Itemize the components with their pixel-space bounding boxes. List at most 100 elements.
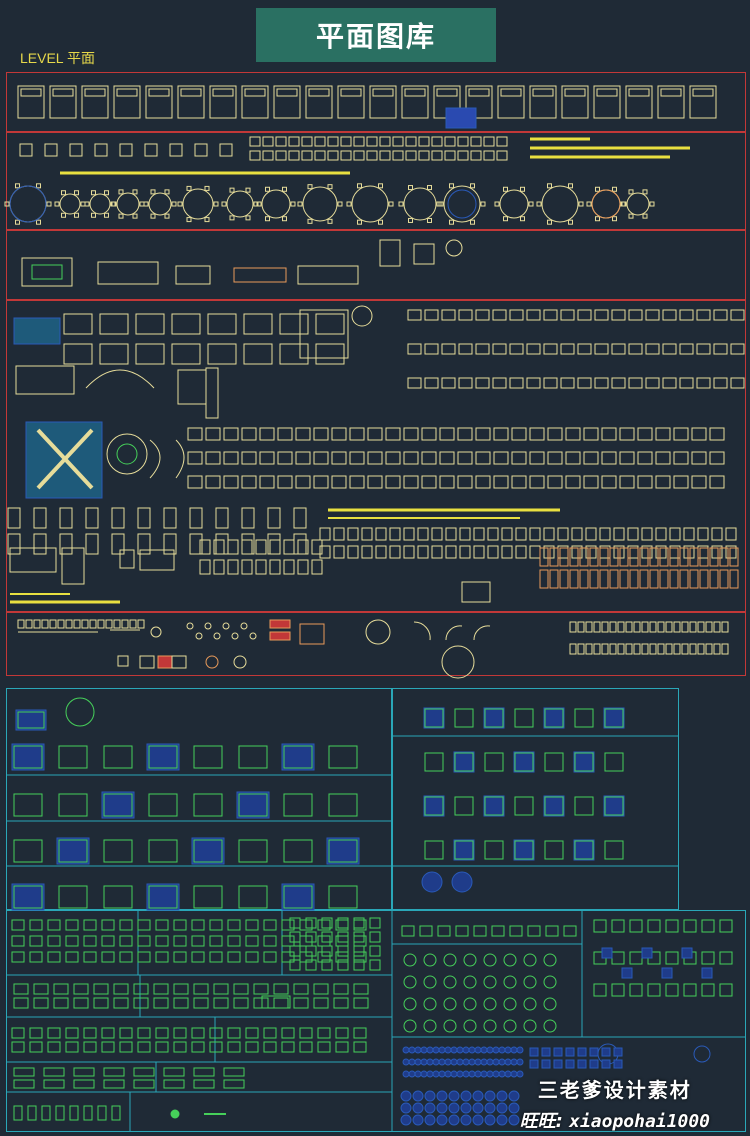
- furniture-symbol: [69, 1105, 79, 1121]
- living-room-set-symbol: [103, 793, 133, 817]
- urinal-symbol: [199, 539, 211, 555]
- armchair-symbol: [407, 343, 422, 355]
- armchair-symbol: [696, 343, 711, 355]
- living-room-set-symbol: [13, 745, 43, 769]
- plant-symbol: [408, 1058, 416, 1066]
- furniture-symbol: [155, 935, 169, 947]
- plant-symbol: [480, 1058, 488, 1066]
- chair-symbol: [511, 427, 527, 441]
- plant-symbol: [170, 1109, 180, 1119]
- furniture-symbol: [293, 983, 309, 995]
- armchair-symbol: [492, 309, 507, 321]
- round-seat-symbol: [496, 1114, 508, 1126]
- sink-symbol: [461, 581, 491, 603]
- chair-symbol: [457, 150, 469, 161]
- revolving-door-symbol: [441, 645, 475, 679]
- furniture-symbol: [473, 925, 487, 937]
- dining-table-symbol: [169, 143, 183, 157]
- chair-symbol: [457, 427, 473, 441]
- wc-symbol: [657, 621, 665, 633]
- wc-symbol: [617, 621, 625, 633]
- lounge-chair-symbol: [59, 507, 73, 529]
- round-table-accent-symbol: [451, 871, 473, 893]
- chair-symbol: [673, 427, 689, 441]
- misc-symbol: [65, 619, 73, 629]
- round-chair-symbol: [186, 185, 192, 191]
- living-room-set-symbol: [238, 885, 268, 909]
- round-table-symbol: [59, 193, 81, 215]
- round-chair-symbol: [327, 218, 333, 224]
- furniture-symbol: [173, 997, 189, 1009]
- round-seat-symbol: [400, 1114, 412, 1126]
- round-chair-symbol: [438, 201, 444, 207]
- round-chair-symbol: [80, 201, 86, 207]
- chair-symbol: [601, 427, 617, 441]
- chair-symbol: [295, 475, 311, 489]
- plant-symbol: [402, 1058, 410, 1066]
- round-seat-symbol: [436, 1114, 448, 1126]
- furniture-symbol: [209, 919, 223, 931]
- bed-pillow-symbol: [532, 88, 554, 97]
- furniture-symbol: [629, 951, 643, 965]
- furniture-symbol: [101, 951, 115, 963]
- furniture-symbol: [333, 997, 349, 1009]
- bed-symbol: [465, 85, 493, 119]
- bed-pillow-symbol: [692, 88, 714, 97]
- plant-symbol: [486, 1070, 494, 1078]
- lounge-chair-symbol: [59, 533, 73, 555]
- bathtub-symbol: [679, 547, 689, 567]
- furniture-symbol: [317, 919, 331, 931]
- watermark-wangwang-id: xiaopohai1000: [569, 1111, 710, 1132]
- bed-rug-symbol: [445, 107, 477, 129]
- bathtub-symbol: [719, 547, 729, 567]
- chair-symbol: [529, 451, 545, 465]
- round-seat-symbol: [424, 1090, 436, 1102]
- toilet-symbol: [459, 527, 471, 541]
- round-chair-symbol: [61, 212, 66, 218]
- conference-table-symbol: [21, 257, 73, 287]
- furniture-symbol: [281, 951, 295, 963]
- chair-symbol: [709, 451, 725, 465]
- section-beds: [6, 72, 746, 132]
- round-chair-symbol: [520, 186, 525, 192]
- plant-symbol: [213, 632, 221, 640]
- armchair-symbol: [713, 343, 728, 355]
- round-chair-symbol: [297, 201, 303, 207]
- bedroom-rug-symbol: [603, 707, 625, 729]
- armchair-symbol: [424, 309, 439, 321]
- round-table-symbol: [116, 192, 140, 216]
- misc-symbol: [129, 619, 137, 629]
- misc-symbol: [17, 619, 25, 629]
- armchair-symbol: [509, 377, 524, 389]
- dining-set-symbol: [423, 997, 437, 1011]
- chair-symbol: [637, 427, 653, 441]
- chair-symbol: [511, 451, 527, 465]
- armchair-symbol: [458, 309, 473, 321]
- furniture-accent-symbol: [641, 947, 653, 959]
- plant-symbol: [444, 1070, 452, 1078]
- furniture-symbol: [369, 959, 381, 971]
- bed-symbol: [177, 85, 205, 119]
- furniture-symbol: [65, 1027, 79, 1039]
- wc-symbol: [625, 621, 633, 633]
- wc-symbol: [657, 643, 665, 655]
- plant-symbol: [516, 1046, 524, 1054]
- plant-symbol: [186, 622, 194, 630]
- furniture-symbol: [281, 1041, 295, 1053]
- furniture-symbol: [193, 997, 209, 1009]
- round-chair-symbol: [282, 216, 287, 222]
- chair-round-symbol: [445, 239, 463, 257]
- plant-symbol: [450, 1070, 458, 1078]
- round-chair-symbol: [171, 201, 177, 207]
- round-chair-symbol: [139, 201, 145, 207]
- furniture-symbol: [29, 1027, 43, 1039]
- toilet-symbol: [669, 527, 681, 541]
- furniture-symbol: [611, 983, 625, 997]
- chair-symbol: [331, 475, 347, 489]
- misc-symbol: [81, 619, 89, 629]
- bathtub-symbol: [659, 569, 669, 589]
- dining-set-symbol: [523, 975, 537, 989]
- wc-symbol: [625, 643, 633, 655]
- round-seat-symbol: [424, 1102, 436, 1114]
- round-chair-symbol: [36, 219, 41, 225]
